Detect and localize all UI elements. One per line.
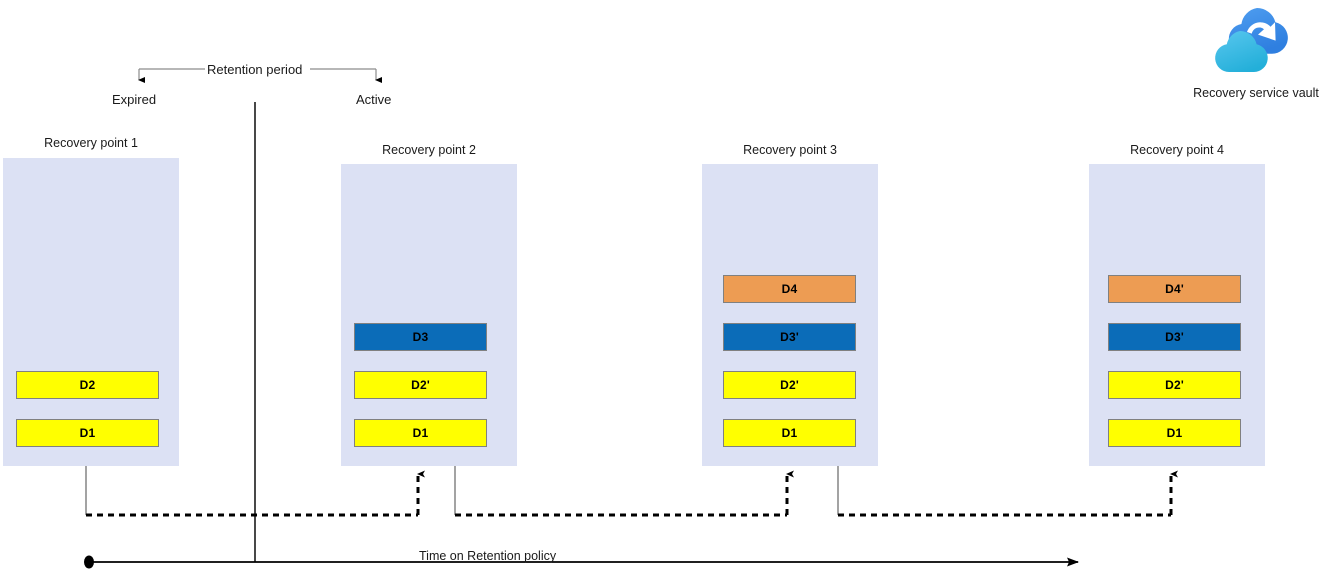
- timeline-axis-label: Time on Retention policy: [419, 549, 557, 563]
- retention-period-label: Retention period: [207, 62, 303, 77]
- recovery-point-4-panel[interactable]: [1089, 164, 1265, 466]
- recovery-point-3-title: Recovery point 3: [743, 143, 837, 157]
- recovery-point-3-block-d1[interactable]: D1: [723, 419, 856, 447]
- recovery-point-2-block-d2-prime[interactable]: D2': [354, 371, 487, 399]
- recovery-point-4-block-d1[interactable]: D1: [1108, 419, 1241, 447]
- recovery-point-4-block-d2-prime[interactable]: D2': [1108, 371, 1241, 399]
- recovery-point-3-block-d3-prime[interactable]: D3': [723, 323, 856, 351]
- recovery-point-1-title: Recovery point 1: [44, 136, 138, 150]
- connector-rp3-to-rp4: [837, 466, 1178, 517]
- recovery-point-1-panel[interactable]: [3, 158, 179, 466]
- recovery-service-vault[interactable]: Recovery service vault: [1186, 2, 1326, 100]
- recovery-point-1-block-d1[interactable]: D1: [16, 419, 159, 447]
- expired-label: Expired: [112, 92, 157, 107]
- recovery-point-2-block-d1[interactable]: D1: [354, 419, 487, 447]
- recovery-point-4-block-d4-prime[interactable]: D4': [1108, 275, 1241, 303]
- recovery-point-2-title: Recovery point 2: [382, 143, 476, 157]
- connector-rp2-to-rp3: [454, 466, 794, 517]
- cloud-backup-icon: [1215, 7, 1288, 72]
- active-label: Active: [356, 92, 392, 107]
- recovery-point-2-block-d3[interactable]: D3: [354, 323, 487, 351]
- vault-caption: Recovery service vault: [1193, 86, 1319, 100]
- recovery-point-1-block-d2[interactable]: D2: [16, 371, 159, 399]
- recovery-point-3-block-d4[interactable]: D4: [723, 275, 856, 303]
- recovery-point-2-panel[interactable]: [341, 164, 517, 466]
- recovery-point-3-panel[interactable]: [702, 164, 878, 466]
- timeline-axis: [84, 555, 1079, 569]
- recovery-point-4-title: Recovery point 4: [1130, 143, 1224, 157]
- connector-rp1-to-rp2: [85, 466, 425, 517]
- recovery-point-3-block-d2-prime[interactable]: D2': [723, 371, 856, 399]
- recovery-point-4-block-d3-prime[interactable]: D3': [1108, 323, 1241, 351]
